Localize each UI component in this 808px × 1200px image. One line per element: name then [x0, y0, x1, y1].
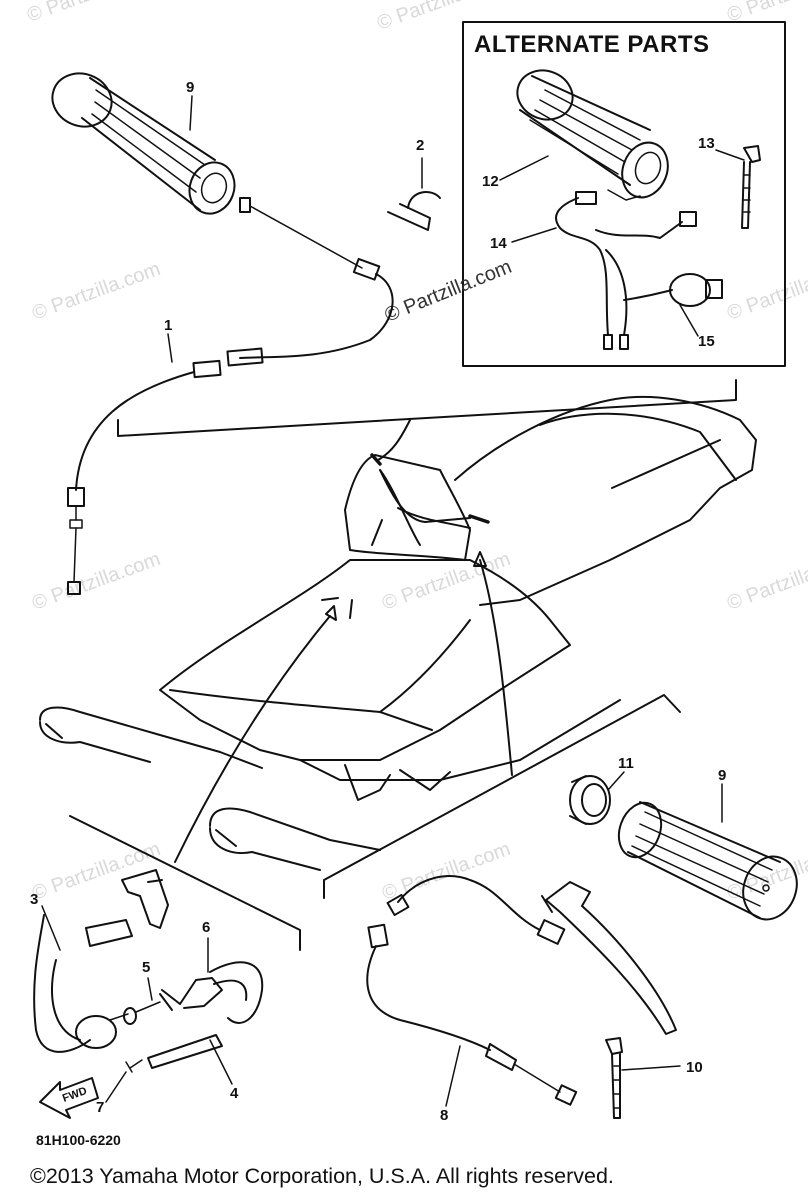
watermark: © Partzilla.com	[29, 548, 163, 615]
watermark: © Partzilla.com	[29, 258, 163, 325]
callout-9-right: 9	[718, 767, 726, 784]
watermark: © Partzilla.com	[379, 838, 513, 905]
copyright-notice: ©2013 Yamaha Motor Corporation, U.S.A. A…	[30, 1164, 614, 1188]
watermark: © Partzilla.com	[29, 838, 163, 905]
callout-15: 15	[698, 333, 715, 350]
callout-3: 3	[30, 891, 38, 908]
snowmobile-body	[39, 395, 757, 871]
callout-11: 11	[618, 755, 634, 772]
callout-1: 1	[164, 317, 172, 334]
watermark: © Partzilla.com	[24, 0, 158, 27]
partzilla-watermark: © Partzilla.com	[382, 256, 515, 327]
grip-9-right	[617, 801, 798, 921]
callout-13: 13	[698, 135, 715, 152]
callout-6: 6	[202, 919, 210, 936]
callout-10: 10	[686, 1059, 703, 1076]
callout-9-top: 9	[186, 79, 194, 96]
fwd-arrow: FWD	[39, 1077, 99, 1119]
bracket-left	[69, 815, 301, 951]
callout-5: 5	[142, 959, 150, 976]
alt-wiring-14	[555, 191, 723, 350]
collar-11	[569, 775, 611, 825]
callout-14: 14	[490, 235, 507, 252]
alternate-parts-box: ALTERNATE PARTS 12 13	[382, 21, 786, 367]
brake-cable-8	[366, 875, 578, 1106]
watermark: © Partzilla.com	[374, 0, 508, 35]
switch-assembly	[33, 869, 264, 1073]
alt-grip-12	[516, 69, 669, 201]
bracket-top	[117, 379, 737, 437]
leader-alt	[377, 419, 411, 461]
grip-9-top	[51, 72, 236, 215]
alt-tie-13	[741, 145, 761, 229]
bracket-right	[323, 694, 681, 899]
brake-lever	[541, 881, 677, 1035]
watermark: © Partzilla.com	[724, 258, 808, 325]
leader-arrows	[174, 519, 513, 863]
watermark: © Partzilla.com	[724, 548, 808, 615]
drawing-code: 81H100-6220	[36, 1132, 121, 1148]
clip-2	[387, 191, 441, 231]
callout-7: 7	[96, 1099, 104, 1116]
callout-2: 2	[416, 137, 424, 154]
callout-4: 4	[230, 1085, 239, 1102]
tie-10	[605, 1037, 623, 1119]
callout-8: 8	[440, 1107, 448, 1124]
throttle-cable-1	[67, 197, 394, 595]
alternate-parts-title: ALTERNATE PARTS	[474, 31, 710, 58]
callout-12: 12	[482, 173, 499, 190]
